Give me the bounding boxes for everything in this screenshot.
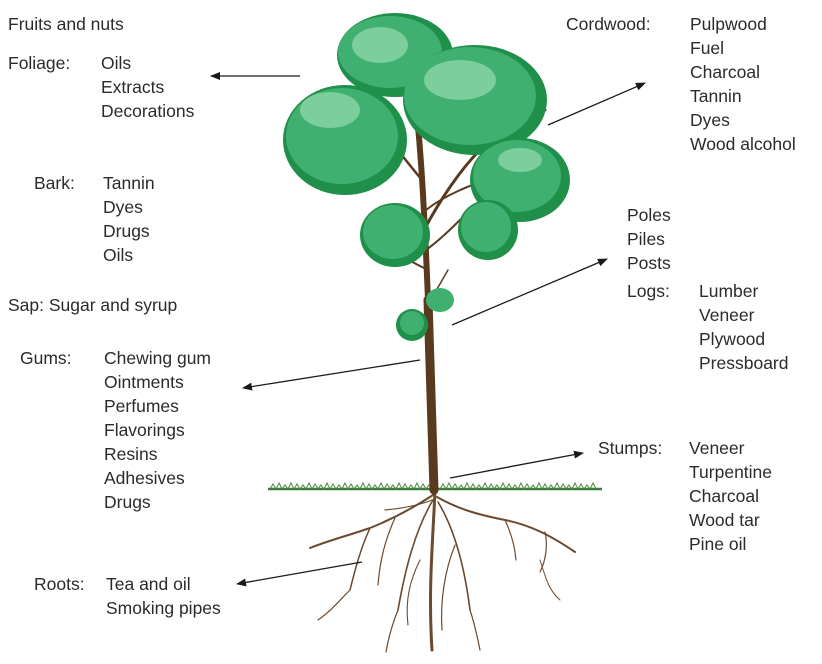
bark-item: Dyes <box>103 195 155 219</box>
cordwood-item: Wood alcohol <box>690 132 796 156</box>
bark-items: Tannin Dyes Drugs Oils <box>103 171 155 267</box>
label-foliage: Foliage: Oils Extracts Decorations <box>8 51 194 123</box>
foliage-item: Oils <box>101 51 194 75</box>
arrow-gums <box>243 360 420 388</box>
poles-item: Poles <box>627 203 671 227</box>
poles-item: Posts <box>627 251 671 275</box>
gums-item: Chewing gum <box>104 346 211 370</box>
cordwood-item: Dyes <box>690 108 796 132</box>
stumps-item: Charcoal <box>689 484 772 508</box>
label-cordwood: Cordwood: Pulpwood Fuel Charcoal Tannin … <box>566 12 796 156</box>
label-logs: Logs: Lumber Veneer Plywood Pressboard <box>627 279 789 375</box>
cordwood-items: Pulpwood Fuel Charcoal Tannin Dyes Wood … <box>690 12 796 156</box>
roots-items: Tea and oil Smoking pipes <box>106 572 221 620</box>
logs-item: Veneer <box>699 303 789 327</box>
arrow-logs <box>452 259 607 325</box>
cordwood-head: Cordwood: <box>566 12 690 36</box>
logs-head: Logs: <box>627 279 699 303</box>
label-poles: Poles Piles Posts <box>627 203 671 275</box>
gums-item: Resins <box>104 442 211 466</box>
roots-item: Smoking pipes <box>106 596 221 620</box>
bark-item: Tannin <box>103 171 155 195</box>
cordwood-item: Pulpwood <box>690 12 796 36</box>
stumps-item: Veneer <box>689 436 772 460</box>
bark-head: Bark: <box>34 171 103 195</box>
cordwood-item: Charcoal <box>690 60 796 84</box>
label-sap: Sap: Sugar and syrup <box>8 293 177 317</box>
logs-item: Plywood <box>699 327 789 351</box>
cordwood-item: Fuel <box>690 36 796 60</box>
stumps-item: Wood tar <box>689 508 772 532</box>
label-fruits-nuts: Fruits and nuts <box>8 12 124 36</box>
logs-item: Lumber <box>699 279 789 303</box>
cordwood-item: Tannin <box>690 84 796 108</box>
roots-head: Roots: <box>34 572 106 596</box>
foliage-item: Decorations <box>101 99 194 123</box>
roots-graphic <box>310 490 575 652</box>
arrow-roots <box>237 562 362 584</box>
foliage-item: Extracts <box>101 75 194 99</box>
logs-items: Lumber Veneer Plywood Pressboard <box>699 279 789 375</box>
logs-item: Pressboard <box>699 351 789 375</box>
gums-item: Ointments <box>104 370 211 394</box>
stumps-head: Stumps: <box>598 436 689 460</box>
gums-item: Flavorings <box>104 418 211 442</box>
bark-item: Oils <box>103 243 155 267</box>
roots-item: Tea and oil <box>106 572 221 596</box>
stumps-item: Pine oil <box>689 532 772 556</box>
stumps-items: Veneer Turpentine Charcoal Wood tar Pine… <box>689 436 772 556</box>
stumps-item: Turpentine <box>689 460 772 484</box>
gums-head: Gums: <box>20 346 104 370</box>
gums-item: Perfumes <box>104 394 211 418</box>
gums-item: Adhesives <box>104 466 211 490</box>
label-bark: Bark: Tannin Dyes Drugs Oils <box>34 171 155 267</box>
foliage-items: Oils Extracts Decorations <box>101 51 194 123</box>
label-roots: Roots: Tea and oil Smoking pipes <box>34 572 221 620</box>
label-gums: Gums: Chewing gum Ointments Perfumes Fla… <box>20 346 211 514</box>
bark-item: Drugs <box>103 219 155 243</box>
arrow-stumps <box>450 453 583 478</box>
gums-items: Chewing gum Ointments Perfumes Flavoring… <box>104 346 211 514</box>
gums-item: Drugs <box>104 490 211 514</box>
poles-item: Piles <box>627 227 671 251</box>
label-stumps: Stumps: Veneer Turpentine Charcoal Wood … <box>598 436 772 556</box>
foliage-head: Foliage: <box>8 51 101 75</box>
